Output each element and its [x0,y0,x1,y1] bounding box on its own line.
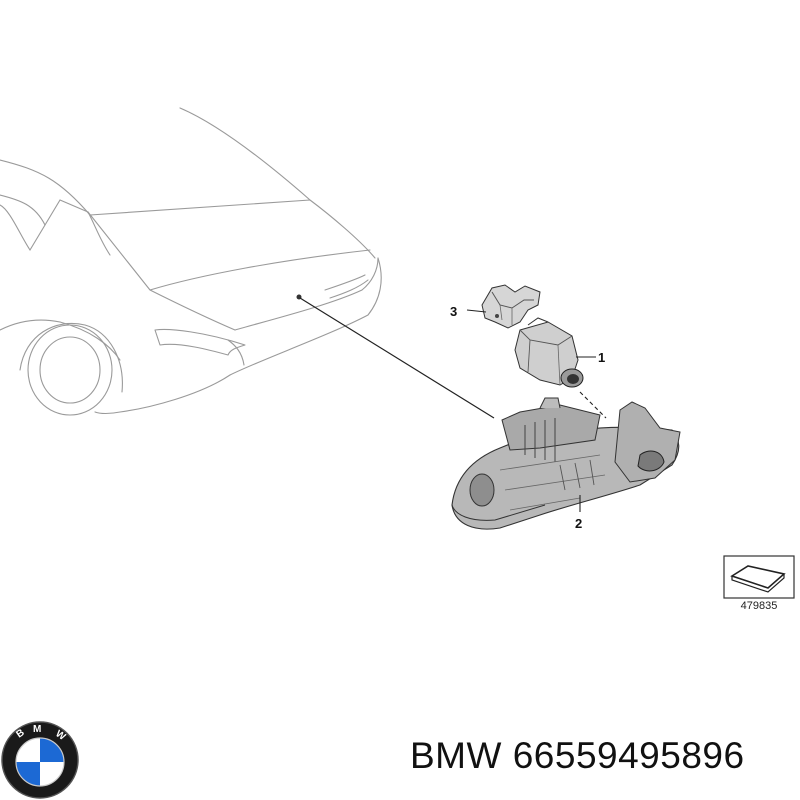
callout-handle: 2 [575,516,582,531]
svg-text:M: M [33,724,41,735]
caption-brand: BMW [410,735,502,776]
leader-line-trunk [299,297,495,419]
leader-line-bracket [466,309,487,313]
caption-part-number: 66559495896 [512,735,745,776]
bmw-logo: B M W [1,721,79,799]
callout-camera: 1 [598,350,605,365]
assembly-dashed-line [579,391,607,419]
camera-part [514,317,584,388]
reference-box [723,555,795,599]
car-rear-drawing [0,107,382,416]
reference-number: 479835 [740,600,778,612]
bracket-part [481,284,541,329]
callout-bracket: 3 [450,304,457,319]
part-caption: BMW 66559495896 [410,735,745,777]
handle-part [451,397,681,530]
